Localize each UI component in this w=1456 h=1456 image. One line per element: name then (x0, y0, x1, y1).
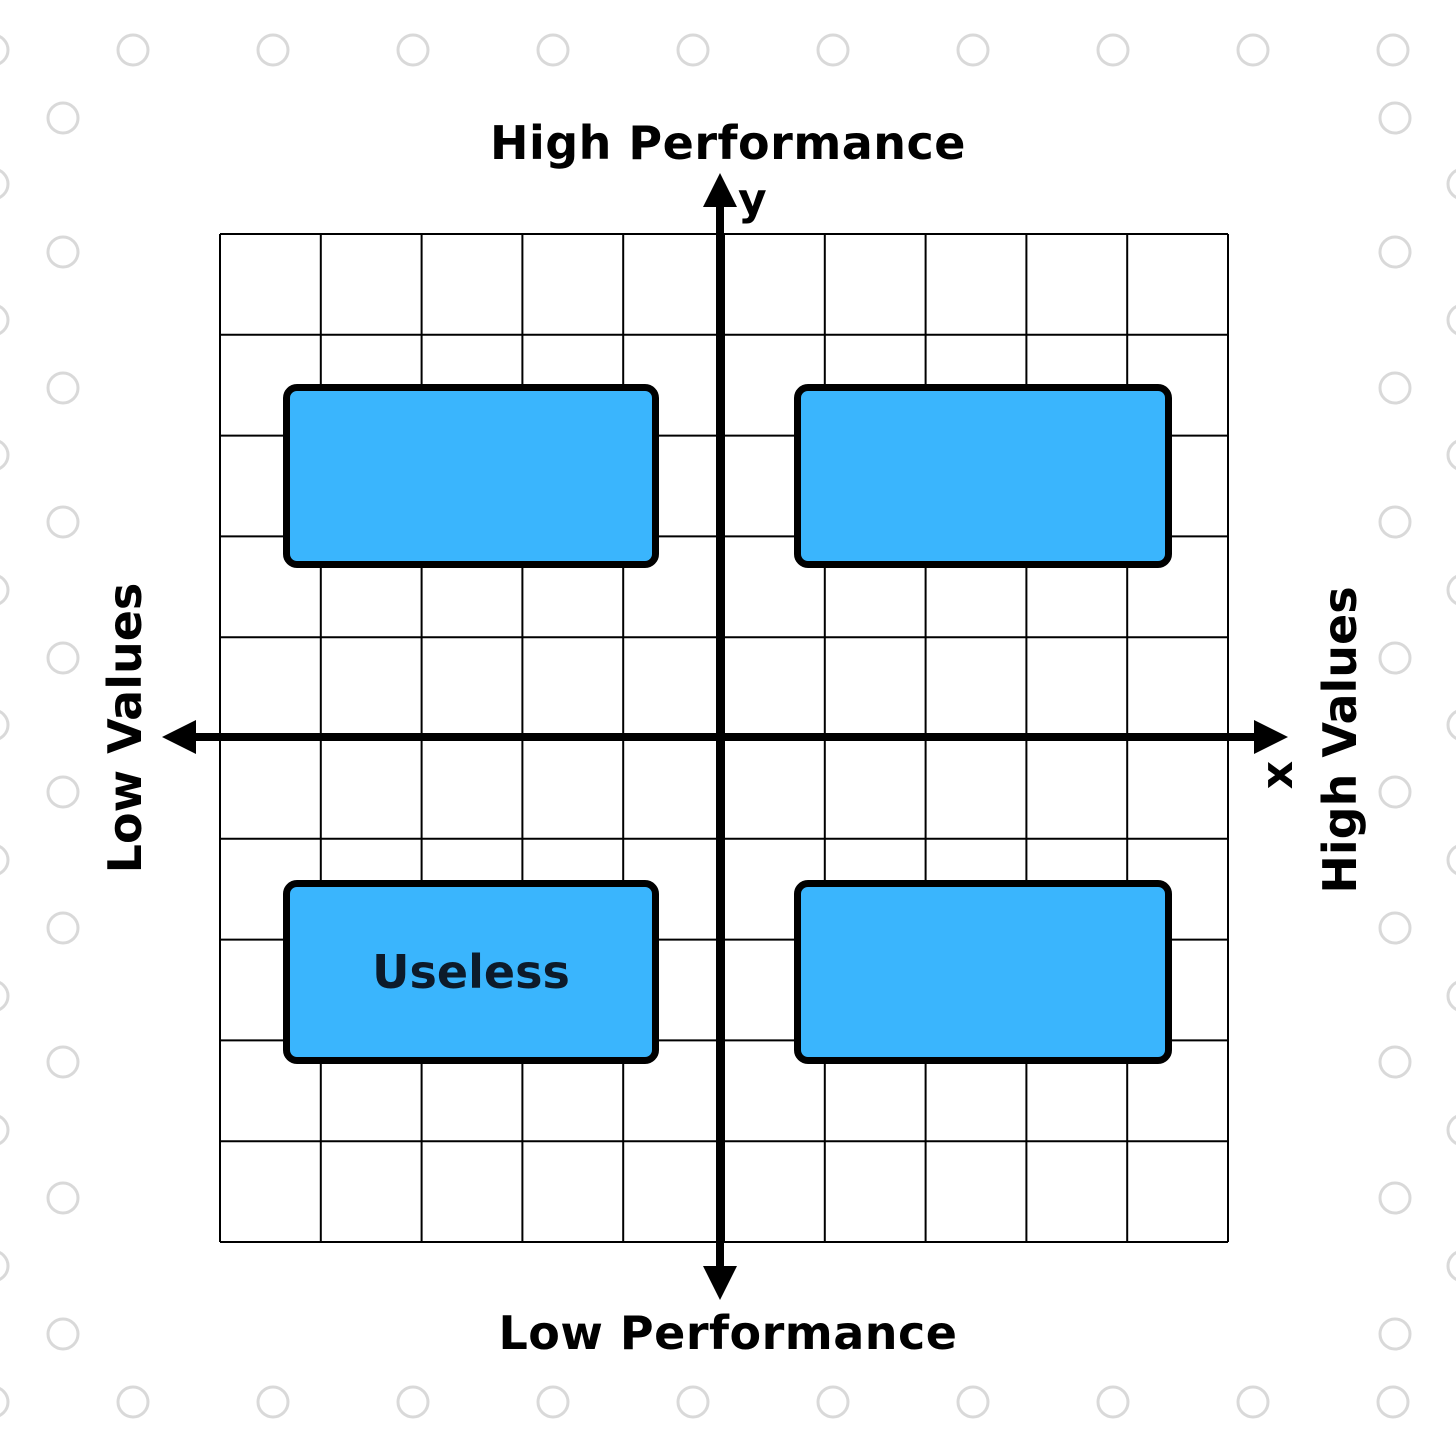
decorative-circle (956, 1385, 990, 1419)
decorative-circle (1378, 911, 1412, 945)
decorative-circle (1446, 305, 1456, 335)
quadrant-bottom-left-label: Useless (372, 945, 570, 999)
decorative-circle (0, 305, 10, 335)
decorative-circle (1378, 775, 1412, 809)
quadrant-top-right-box (794, 384, 1172, 568)
decorative-circle (1236, 1385, 1270, 1419)
decorative-circle (396, 33, 430, 67)
decorative-circle (46, 1317, 80, 1351)
decorative-circle (1378, 1045, 1412, 1079)
decorative-circle (1446, 981, 1456, 1011)
decorative-circle (956, 33, 990, 67)
decorative-circle (1446, 845, 1456, 875)
decorative-circle (46, 371, 80, 405)
decorative-circle (1236, 33, 1270, 67)
y-axis-bottom-arrow (703, 1266, 737, 1300)
decorative-circle (676, 33, 710, 67)
decorative-circle (46, 1045, 80, 1079)
decorative-circle (256, 1385, 290, 1419)
y-axis-top-label: High Performance (489, 116, 967, 170)
decorative-circle (1376, 33, 1410, 67)
decorative-circle (1378, 641, 1412, 675)
decorative-circle (1096, 1385, 1130, 1419)
decorative-circle-border (0, 33, 1456, 1419)
quadrant-bottom-left-box: Useless (283, 880, 659, 1064)
decorative-circle (46, 235, 80, 269)
x-axis-right-arrow (1254, 720, 1288, 754)
x-axis-right-label: High Values (1313, 586, 1367, 894)
decorative-circle (1378, 371, 1412, 405)
y-axis-bottom-label: Low Performance (498, 1306, 958, 1360)
decorative-circle (816, 1385, 850, 1419)
quadrant-bottom-right-box (794, 880, 1172, 1064)
decorative-circle (1378, 505, 1412, 539)
decorative-circle (536, 33, 570, 67)
decorative-circle (1378, 235, 1412, 269)
x-axis-left-arrow (162, 720, 196, 754)
decorative-circle (116, 1385, 150, 1419)
decorative-circle (0, 1115, 10, 1145)
decorative-circle (46, 775, 80, 809)
decorative-circle (0, 981, 10, 1011)
decorative-circle (1096, 33, 1130, 67)
decorative-circle (1378, 101, 1412, 135)
decorative-circle (116, 33, 150, 67)
decorative-circle (1376, 1385, 1410, 1419)
axes (162, 173, 1288, 1300)
decorative-circle (676, 1385, 710, 1419)
decorative-circle (1446, 575, 1456, 605)
decorative-circle (0, 845, 10, 875)
y-axis-top-arrow (703, 173, 737, 207)
decorative-circle (1446, 1251, 1456, 1281)
decorative-circle (0, 1251, 10, 1281)
decorative-circle (1446, 440, 1456, 470)
decorative-circle (46, 1181, 80, 1215)
x-axis-letter: x (1252, 760, 1303, 790)
decorative-circle (1378, 1181, 1412, 1215)
decorative-circle (46, 101, 80, 135)
decorative-circle (396, 1385, 430, 1419)
decorative-circle (46, 505, 80, 539)
decorative-circle (46, 911, 80, 945)
decorative-circle (1446, 1115, 1456, 1145)
decorative-circle (0, 35, 10, 65)
decorative-circle (0, 1387, 10, 1417)
decorative-circle (256, 33, 290, 67)
decorative-circle (816, 33, 850, 67)
decorative-circle (0, 575, 10, 605)
decorative-circle (1378, 1317, 1412, 1351)
decorative-circle (0, 710, 10, 740)
x-axis-left-label: Low Values (98, 582, 152, 874)
decorative-circle (0, 440, 10, 470)
decorative-circle (1446, 710, 1456, 740)
decorative-circle (0, 169, 10, 199)
y-axis-letter: y (738, 174, 767, 225)
quadrant-top-left-box (283, 384, 659, 568)
decorative-circle (46, 641, 80, 675)
decorative-circle (536, 1385, 570, 1419)
decorative-circle (1446, 169, 1456, 199)
